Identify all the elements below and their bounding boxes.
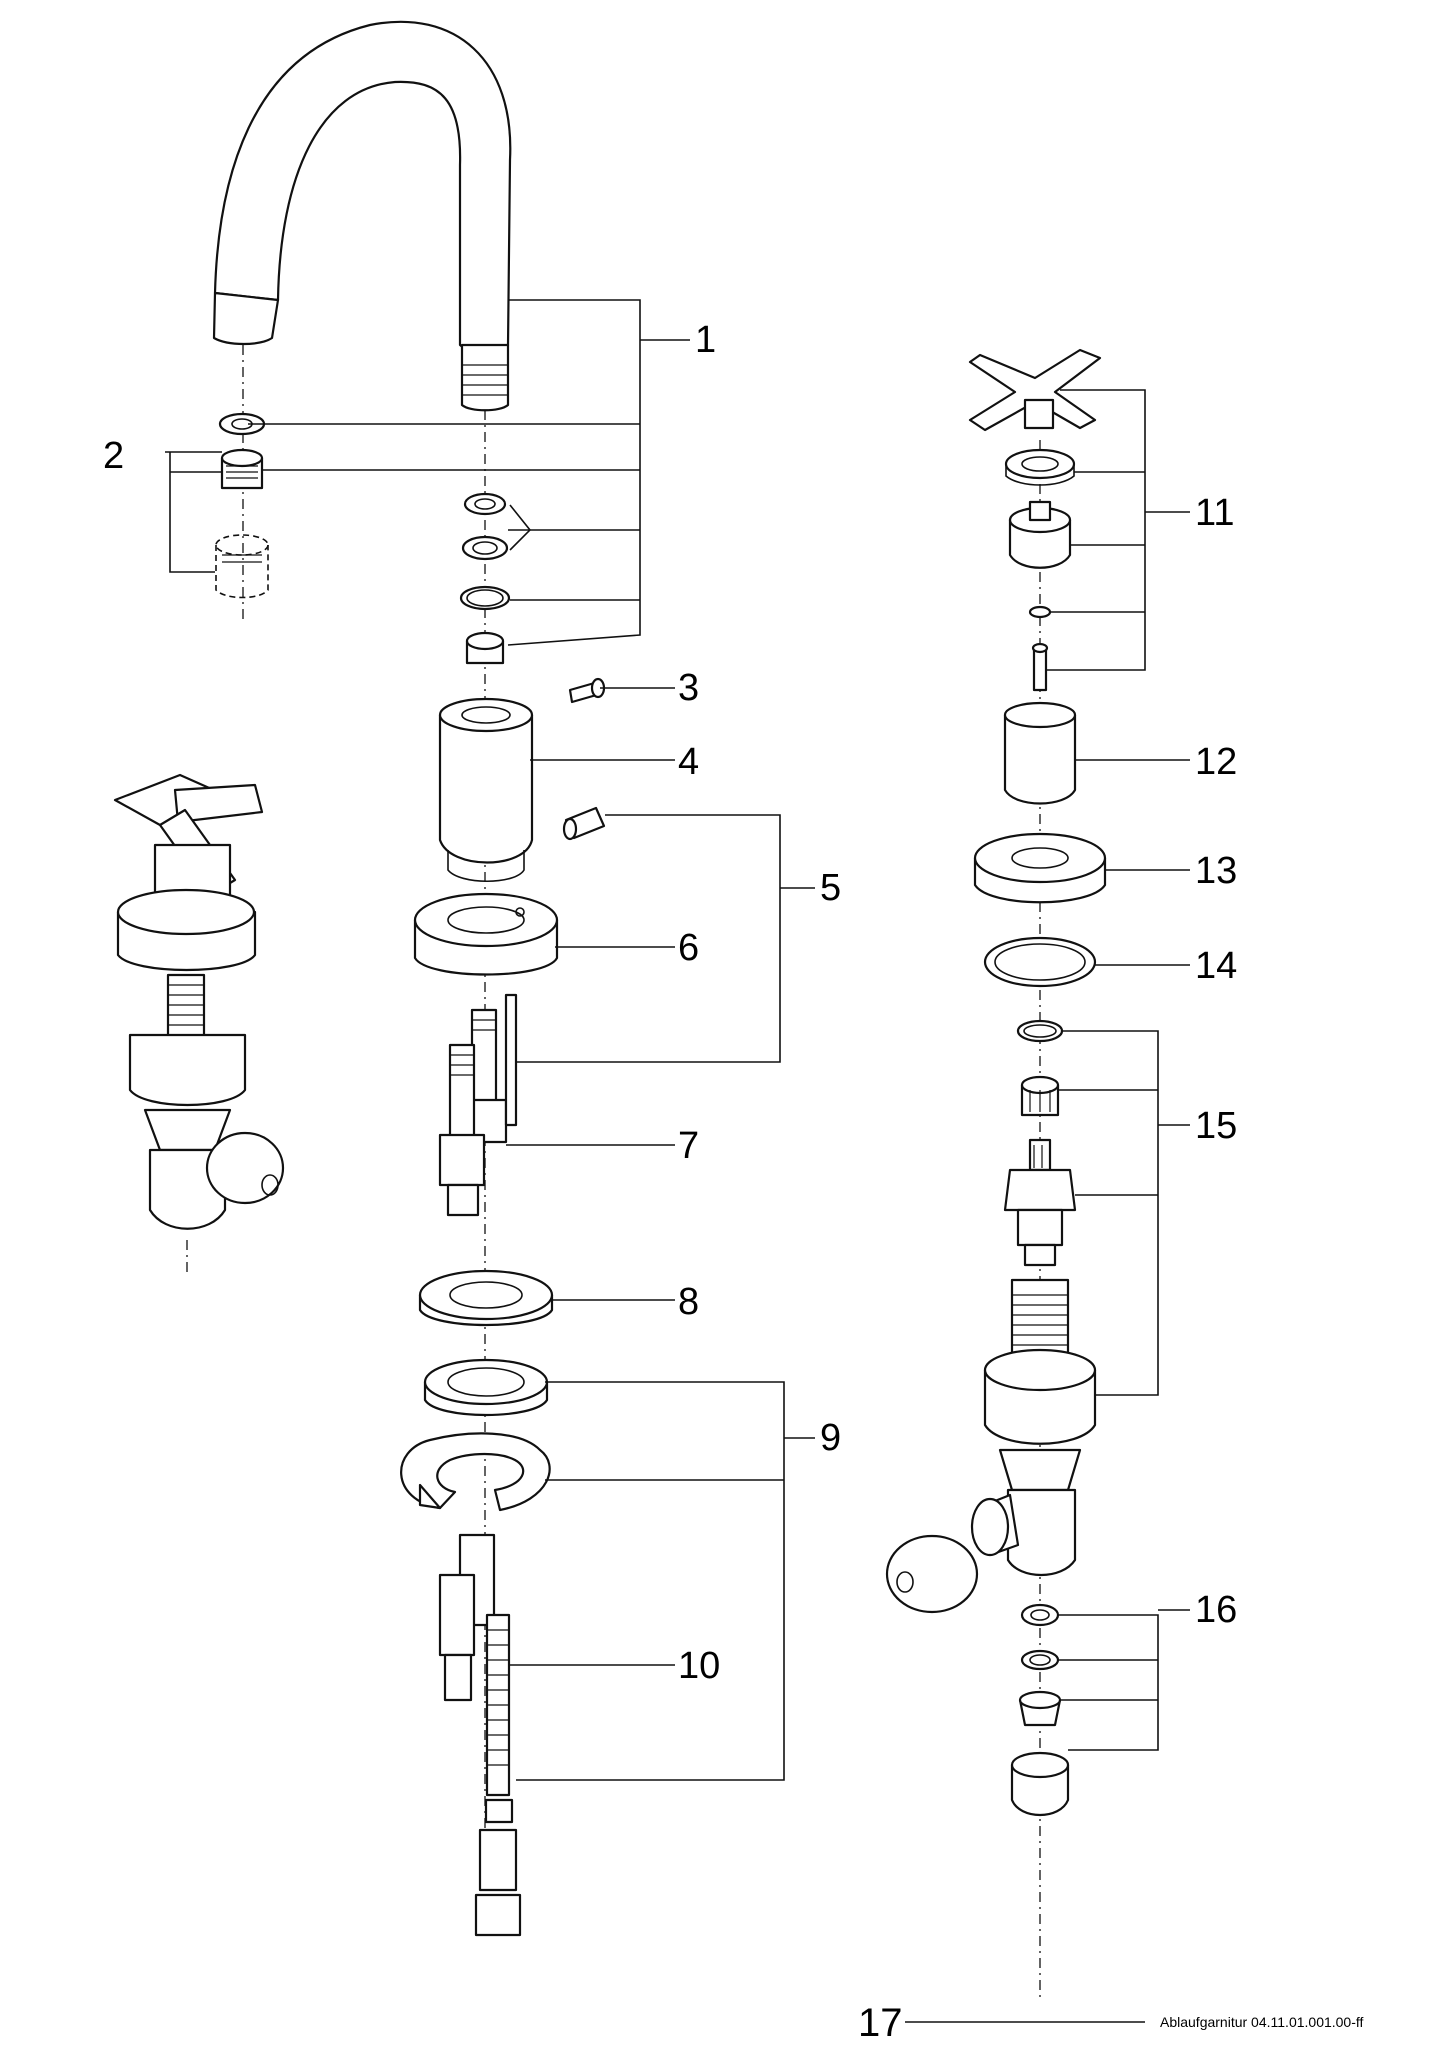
footer-reference: Ablaufgarnitur 04.11.01.001.00-ff (1160, 2014, 1364, 2030)
olive-washer-2 (1020, 1649, 1060, 1671)
leader-16 (1058, 1609, 1190, 1751)
leader-15 (1058, 1030, 1190, 1396)
spout (212, 20, 512, 412)
aerator-housing (215, 534, 269, 599)
leader-1-fork (509, 504, 532, 551)
callout-1: 1 (695, 319, 716, 361)
leader-5 (516, 814, 815, 1063)
grub-screw (568, 677, 606, 704)
leader-1 (248, 299, 690, 646)
callout-10: 10 (678, 1645, 720, 1687)
assembled-valve-left (113, 773, 285, 1230)
handle-screw (1031, 642, 1049, 692)
horseshoe-clamp (400, 1432, 551, 1512)
callout-6: 6 (678, 927, 699, 969)
supply-hoses (438, 1533, 511, 1797)
olive-ring (1018, 1690, 1062, 1727)
valve-cartridge (1003, 1138, 1077, 1267)
aerator-insert (220, 448, 264, 490)
olive-washer-2-hole (1029, 1654, 1051, 1666)
callout-3: 3 (678, 667, 699, 709)
spout-base-body (438, 697, 534, 883)
callout-12: 12 (1195, 741, 1237, 783)
flange-ring (413, 892, 559, 976)
rosette (973, 832, 1107, 904)
olive-washer-1 (1020, 1603, 1060, 1627)
cross-handle (968, 348, 1102, 432)
leader-11 (1046, 389, 1190, 671)
spline-adapter (1020, 1075, 1060, 1117)
leader-9 (516, 1381, 815, 1781)
callout-5: 5 (820, 867, 841, 909)
spout-washer-1 (463, 492, 507, 516)
base-gasket (423, 1358, 549, 1417)
callout-16: 16 (1195, 1589, 1237, 1631)
leader-2 (165, 451, 222, 573)
valve-body (970, 1278, 1097, 1577)
callout-13: 13 (1195, 850, 1237, 892)
handle-adapter (1008, 500, 1072, 569)
lower-fitting (474, 1798, 522, 1937)
compression-nut-side (885, 1534, 979, 1614)
spout-washer-2 (461, 535, 509, 561)
callout-4: 4 (678, 741, 699, 783)
callout-2: 2 (103, 435, 124, 477)
locating-pin (562, 806, 606, 841)
olive-washer-1-hole (1030, 1609, 1050, 1621)
callout-14: 14 (1195, 945, 1237, 987)
lift-rod (504, 993, 518, 1127)
connector-nipples (438, 1008, 508, 1217)
callout-15: 15 (1195, 1105, 1237, 1147)
small-washer (1028, 605, 1052, 619)
footer-part-number: 17 (858, 2001, 903, 2045)
callout-11: 11 (1195, 492, 1234, 534)
handle-ring (1004, 448, 1076, 486)
spindle-oring-inner (1023, 1024, 1057, 1038)
spout-washer-2-hole (472, 541, 498, 555)
spout-oring-inner (466, 589, 504, 607)
spout-nut (465, 631, 505, 665)
base-washer-8 (418, 1269, 554, 1327)
valve-sleeve (1003, 701, 1077, 805)
callout-7: 7 (678, 1125, 699, 1167)
callout-8: 8 (678, 1281, 699, 1323)
spout-washer-1-hole (474, 498, 496, 510)
rosette-gasket (983, 936, 1097, 988)
callout-9: 9 (820, 1417, 841, 1459)
union-nut (1010, 1751, 1070, 1817)
